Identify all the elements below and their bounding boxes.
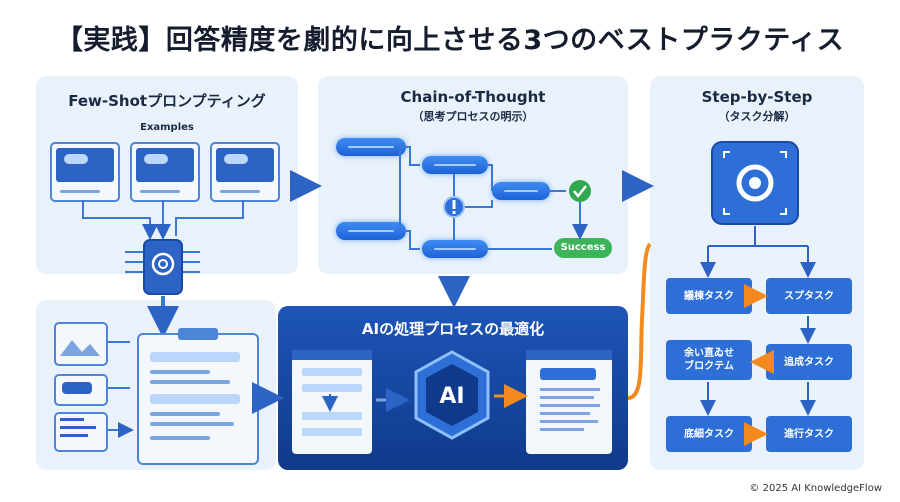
chat-bubble-icon (54, 374, 108, 406)
examples-label: Examples (140, 122, 194, 133)
task-box-3: 余い直ゐせブロクテム (666, 340, 752, 380)
step-panel (650, 76, 864, 470)
cot-step-pill (336, 222, 406, 240)
example-card-3 (210, 142, 280, 202)
copyright: © 2025 AI KnowledgeFlow (749, 483, 882, 494)
chat-bubble-icon (224, 154, 248, 164)
step-subtitle: （タスク分解） (718, 110, 796, 123)
cot-step-pill (422, 156, 488, 174)
cot-step-pill (492, 182, 550, 200)
task-box-6: 進行タスク (766, 416, 852, 452)
few-shot-title: Few-Shotプロンプティング (68, 92, 266, 110)
task-box-4: 追成タスク (766, 344, 852, 380)
chat-bubble-icon (64, 154, 88, 164)
cot-title: Chain-of-Thought (400, 88, 546, 106)
example-card-2 (130, 142, 200, 202)
success-badge: Success (554, 238, 612, 258)
ai-input-window (292, 350, 372, 454)
example-card-1 (50, 142, 120, 202)
ai-output-window (526, 350, 612, 454)
cot-step-pill (336, 138, 406, 156)
step-title: Step-by-Step (701, 88, 813, 106)
page-title: 【実践】回答精度を劇的に向上させる3つのベストプラクティス (55, 25, 845, 56)
cot-step-pill (422, 240, 488, 258)
cot-subtitle: （思考プロセスの明示） (412, 110, 534, 123)
image-icon (54, 322, 108, 366)
chat-bubble-icon (144, 154, 168, 164)
ai-process-title: AIの処理プロセスの最適化 (361, 320, 545, 338)
task-box-2: スプタスク (766, 278, 852, 314)
task-box-1: 議棟タスク (666, 278, 752, 314)
task-box-5: 底細タスク (666, 416, 752, 452)
code-icon (54, 412, 108, 452)
